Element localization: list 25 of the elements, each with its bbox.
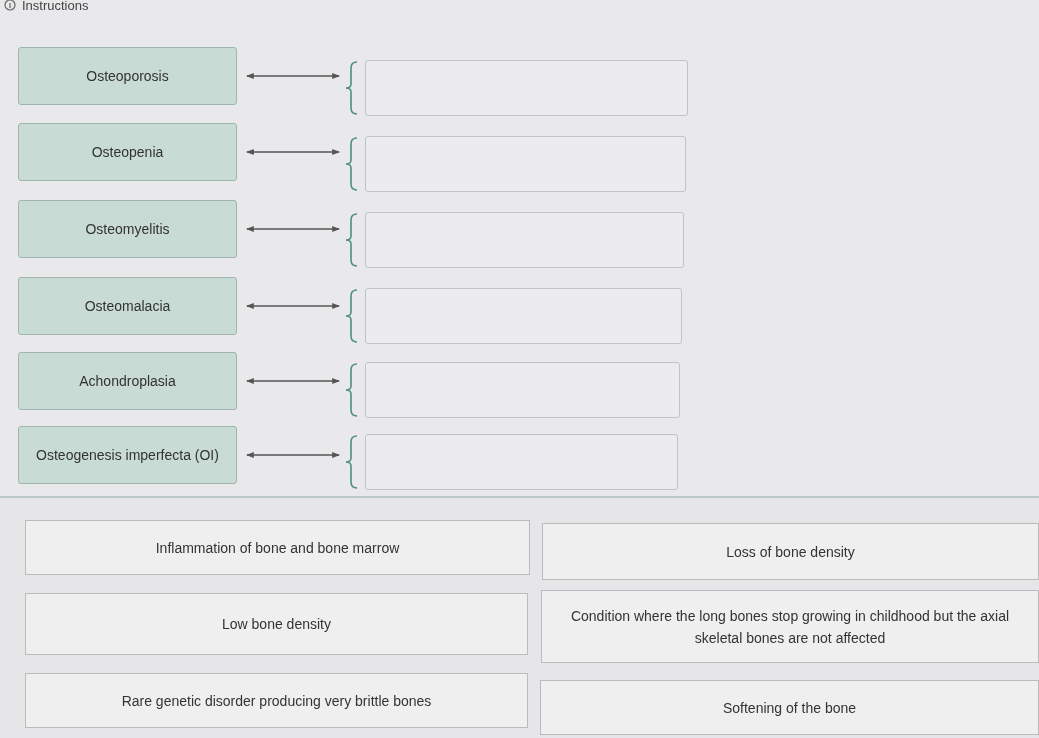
double-arrow: [246, 226, 340, 232]
term-box: Osteogenesis imperfecta (OI): [18, 426, 237, 484]
answer-card: Rare genetic disorder producing very brittle bones: [25, 673, 528, 728]
answer-card: Loss of bone density: [542, 523, 1039, 580]
answer-drop-zone: [345, 136, 686, 192]
section-heading: Instructions: [22, 0, 89, 13]
term-box: Achondroplasia: [18, 352, 237, 410]
term-box: Osteomyelitis: [18, 200, 237, 258]
double-arrow: [246, 378, 340, 384]
answer-card: Inflammation of bone and bone marrow: [25, 520, 530, 575]
answer-card: Softening of the bone: [540, 680, 1039, 735]
double-arrow: [246, 303, 340, 309]
double-arrow: [246, 73, 340, 79]
answer-drop-zone: [345, 288, 682, 344]
answer-drop-zone: [345, 212, 684, 268]
answer-card: Low bone density: [25, 593, 528, 655]
double-arrow: [246, 452, 340, 458]
answer-card: Condition where the long bones stop growing in childhood but the axial skeletal bones are not affected: [541, 590, 1039, 663]
double-arrow: [246, 149, 340, 155]
term-box: Osteoporosis: [18, 47, 237, 105]
answer-drop-zone: [345, 434, 678, 490]
term-box: Osteomalacia: [18, 277, 237, 335]
answer-drop-zone: [345, 362, 680, 418]
answer-drop-zone: [345, 60, 688, 116]
term-box: Osteopenia: [18, 123, 237, 181]
